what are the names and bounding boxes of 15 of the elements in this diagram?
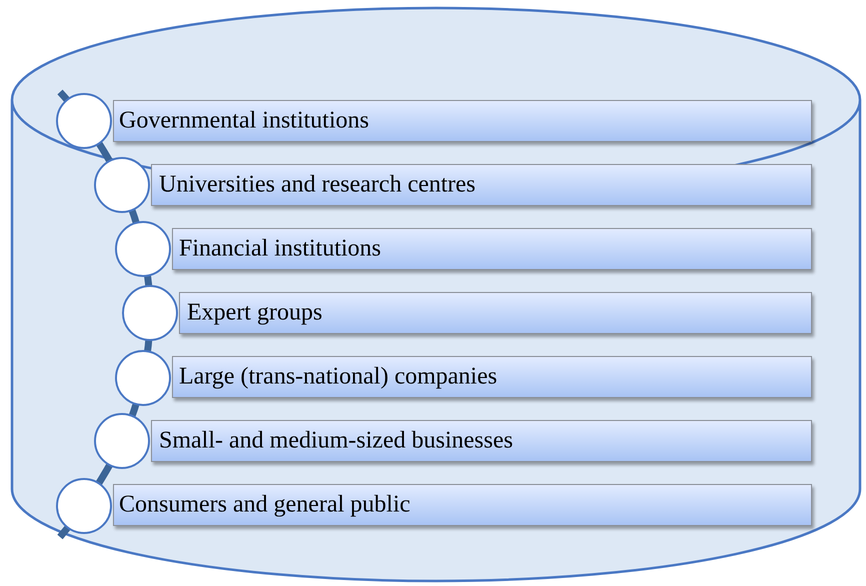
list-label: Governmental institutions bbox=[119, 108, 369, 134]
list-bar bbox=[172, 356, 812, 398]
cylinder-shape bbox=[10, 6, 862, 584]
list-bar bbox=[172, 228, 812, 270]
list-bar bbox=[151, 420, 812, 462]
list-label: Large (trans-national) companies bbox=[179, 364, 498, 390]
list-bar bbox=[179, 292, 812, 334]
list-bar bbox=[113, 484, 812, 526]
list-label: Expert groups bbox=[187, 300, 322, 326]
list-label: Consumers and general public bbox=[119, 492, 410, 518]
list-bar bbox=[113, 100, 812, 142]
list-label: Small- and medium-sized businesses bbox=[159, 428, 513, 454]
list-label: Financial institutions bbox=[179, 236, 381, 262]
list-label: Universities and research centres bbox=[159, 172, 476, 198]
list-bar bbox=[151, 164, 812, 206]
